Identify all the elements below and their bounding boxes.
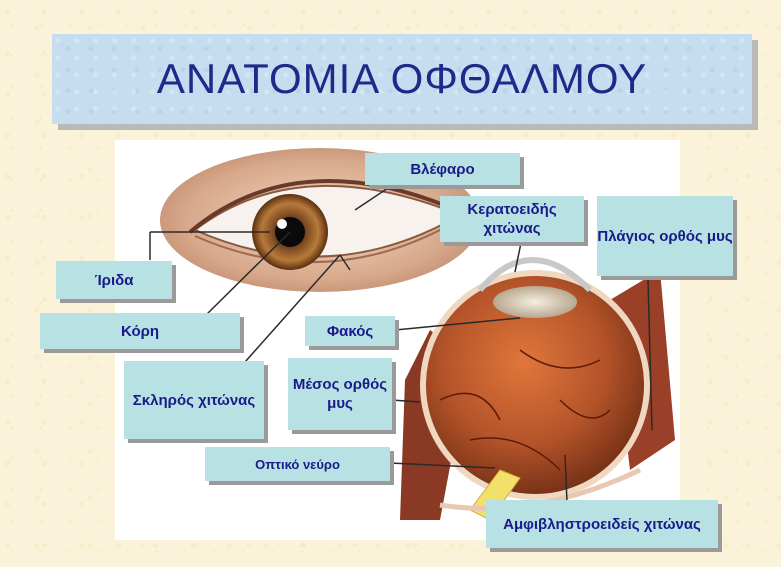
label-eyelid: Βλέφαρο (365, 153, 520, 185)
label-lens: Φακός (305, 316, 395, 346)
eyeball-cross-section (400, 260, 675, 520)
label-cornea: Κερατοειδής χιτώνας (440, 196, 584, 242)
label-optic-nerve: Οπτικό νεύρο (205, 447, 390, 481)
lens-shape (493, 286, 577, 318)
label-pupil: Κόρη (40, 313, 240, 349)
label-lateral-rectus: Πλάγιος ορθός μυς (597, 196, 733, 276)
label-retina: Αμφιβληστροειδείς χιτώνας (486, 500, 718, 548)
label-iris: Ίριδα (56, 261, 172, 299)
label-sclera: Σκληρός χιτώνας (124, 361, 264, 439)
pupil-highlight (277, 219, 287, 229)
label-medial-rectus: Μέσος ορθός μυς (288, 358, 392, 430)
